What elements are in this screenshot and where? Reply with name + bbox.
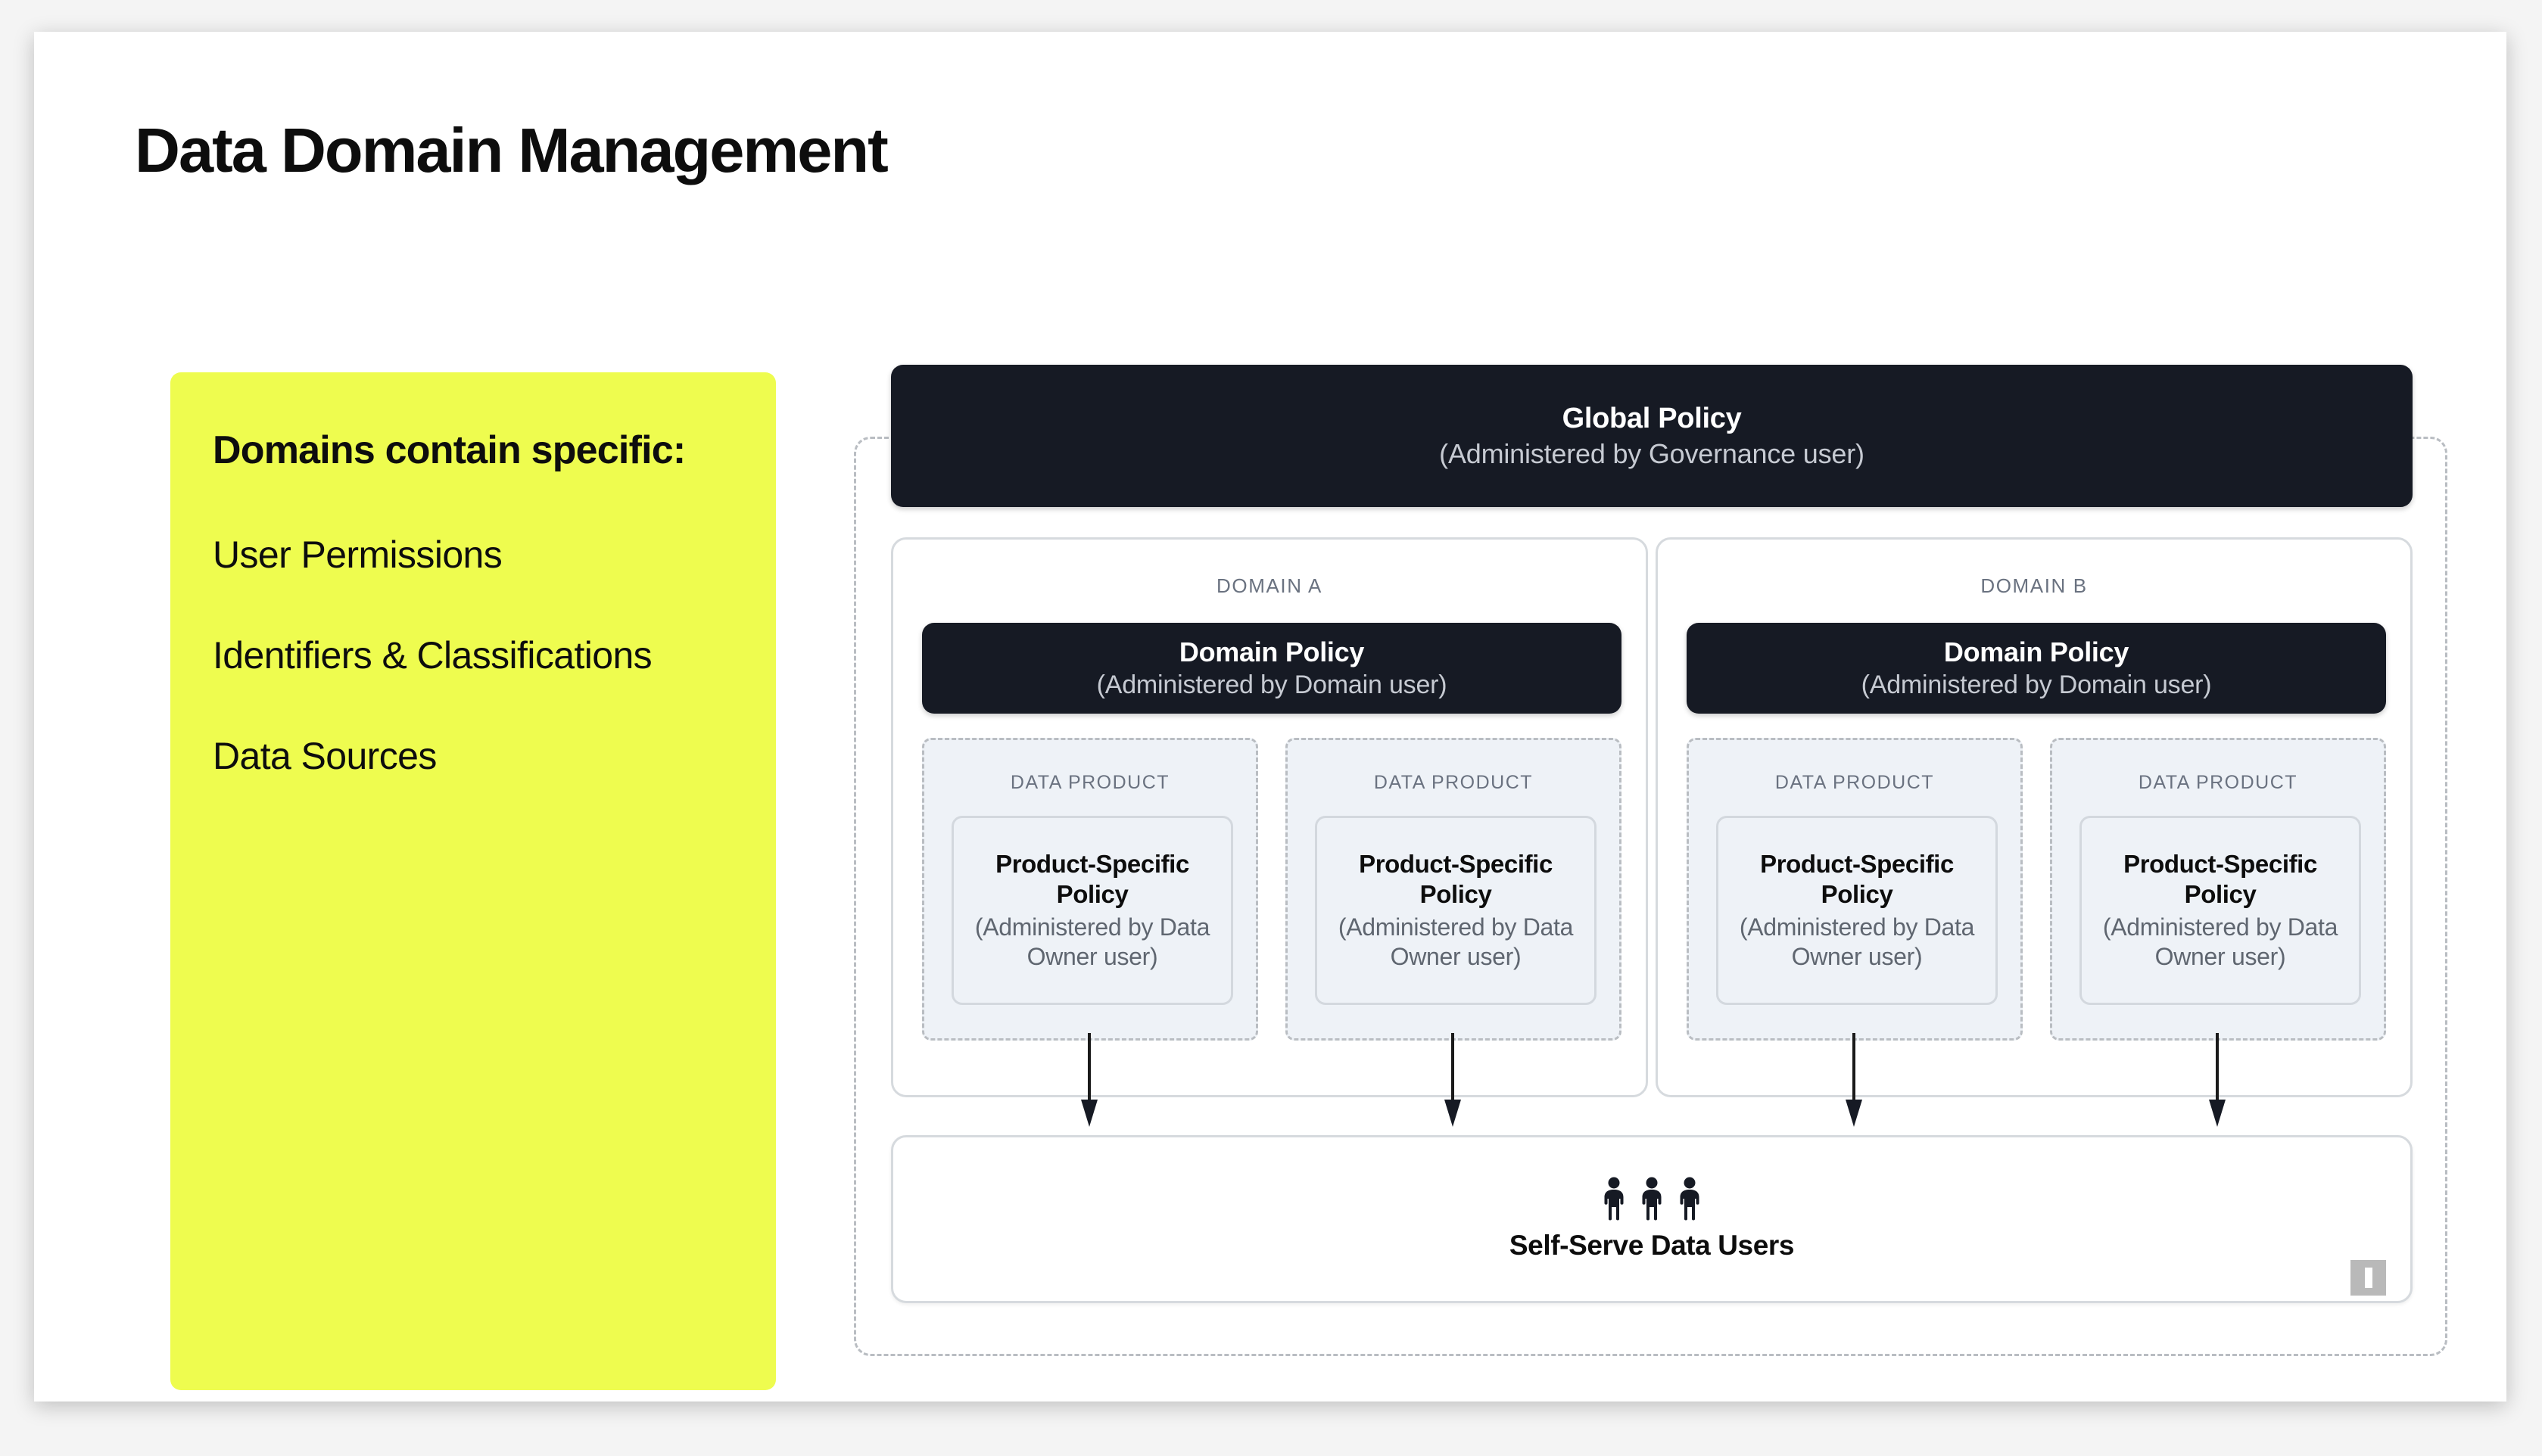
- resize-handle-bar: [2364, 1268, 2372, 1288]
- product-policy-subtitle: (Administered by Data Owner user): [1739, 913, 1975, 970]
- person-icon: [1604, 1177, 1624, 1221]
- self-serve-users-panel: Self-Serve Data Users: [891, 1135, 2413, 1303]
- data-product-label: DATA PRODUCT: [2138, 772, 2298, 793]
- data-product-label: DATA PRODUCT: [1373, 772, 1534, 793]
- domain-a-data-product-1: DATA PRODUCT Product-Specific Policy (Ad…: [922, 738, 1258, 1041]
- product-policy-subtitle: (Administered by Data Owner user): [974, 913, 1210, 970]
- flow-arrow-b2: [2207, 1033, 2227, 1128]
- product-policy-box: Product-Specific Policy (Administered by…: [1716, 816, 1998, 1005]
- domain-card-a: DOMAIN A Domain Policy (Administered by …: [891, 537, 1648, 1097]
- product-policy-title: Product-Specific Policy: [1359, 850, 1553, 908]
- domain-card-b: DOMAIN B Domain Policy (Administered by …: [1656, 537, 2413, 1097]
- highlights-heading: Domains contain specific:: [213, 428, 686, 472]
- product-policy-title: Product-Specific Policy: [995, 850, 1189, 908]
- product-policy-title: Product-Specific Policy: [1760, 850, 1954, 908]
- highlight-item-identifiers-classifications: Identifiers & Classifications: [213, 634, 653, 677]
- product-policy-subtitle: (Administered by Data Owner user): [2102, 913, 2338, 970]
- highlight-item-data-sources: Data Sources: [213, 735, 437, 778]
- domain-b-label: DOMAIN B: [1980, 574, 2088, 597]
- self-serve-users-label: Self-Serve Data Users: [1509, 1230, 1795, 1261]
- resize-handle-icon[interactable]: [2350, 1260, 2386, 1296]
- flow-arrow-a1: [1079, 1033, 1099, 1128]
- domain-b-data-product-1: DATA PRODUCT Product-Specific Policy (Ad…: [1687, 738, 2023, 1041]
- product-policy-box: Product-Specific Policy (Administered by…: [1315, 816, 1597, 1005]
- highlight-item-user-permissions: User Permissions: [213, 534, 503, 577]
- page-title: Data Domain Management: [135, 115, 889, 185]
- global-policy-title: Global Policy: [1562, 403, 1742, 435]
- domain-a-label: DOMAIN A: [1216, 574, 1322, 597]
- data-product-label: DATA PRODUCT: [1010, 772, 1170, 793]
- product-policy-subtitle: (Administered by Data Owner user): [1338, 913, 1574, 970]
- domain-b-data-product-2: DATA PRODUCT Product-Specific Policy (Ad…: [2050, 738, 2386, 1041]
- person-icon: [1680, 1177, 1699, 1221]
- product-policy-box: Product-Specific Policy (Administered by…: [952, 816, 1233, 1005]
- domain-a-policy-title: Domain Policy: [1179, 636, 1365, 668]
- global-policy-subtitle: (Administered by Governance user): [1439, 437, 1864, 469]
- product-policy-title: Product-Specific Policy: [2123, 850, 2317, 908]
- flow-arrow-a2: [1443, 1033, 1463, 1128]
- global-policy-box: Global Policy (Administered by Governanc…: [891, 365, 2413, 507]
- domain-a-policy-subtitle: (Administered by Domain user): [1096, 670, 1447, 699]
- domain-a-policy-box: Domain Policy (Administered by Domain us…: [922, 623, 1621, 714]
- flow-arrow-b1: [1844, 1033, 1864, 1128]
- domain-a-data-product-2: DATA PRODUCT Product-Specific Policy (Ad…: [1285, 738, 1621, 1041]
- people-group-icon: [1600, 1177, 1703, 1221]
- product-policy-box: Product-Specific Policy (Administered by…: [2079, 816, 2361, 1005]
- domain-b-policy-box: Domain Policy (Administered by Domain us…: [1687, 623, 2386, 714]
- person-icon: [1642, 1177, 1662, 1221]
- domain-b-policy-subtitle: (Administered by Domain user): [1861, 670, 2212, 699]
- slide-canvas: Data Domain Management Domains contain s…: [34, 32, 2506, 1402]
- data-product-label: DATA PRODUCT: [1774, 772, 1935, 793]
- policy-hierarchy-diagram: Global Policy (Administered by Governanc…: [848, 365, 2460, 1394]
- highlights-panel: Domains contain specific: User Permissio…: [170, 372, 776, 1390]
- domain-b-policy-title: Domain Policy: [1943, 636, 2129, 668]
